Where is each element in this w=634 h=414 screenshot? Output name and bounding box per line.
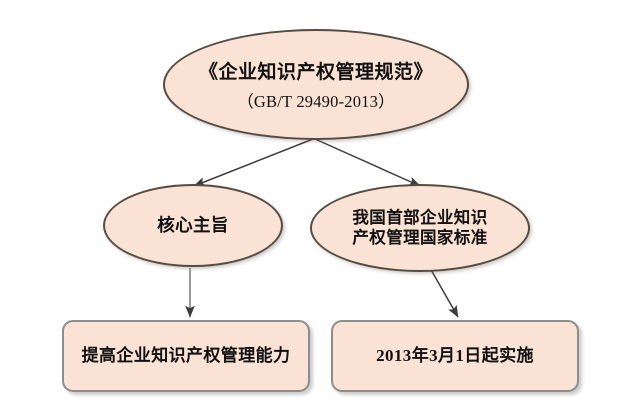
node-standard-title[interactable]: 《企业知识产权管理规范》 （GB/T 29490-2013）	[163, 29, 469, 140]
core-purpose-label: 核心主旨	[157, 214, 229, 235]
connector-first-standard-to-effective-date	[429, 267, 459, 318]
node-first-national-standard[interactable]: 我国首部企业知识 产权管理国家标准	[310, 184, 530, 272]
standard-name-text: 《企业知识产权管理规范》	[198, 62, 433, 83]
node-core-purpose[interactable]: 核心主旨	[103, 184, 283, 267]
connector-standard-to-core-purpose	[193, 138, 314, 187]
first-national-standard-label: 我国首部企业知识 产权管理国家标准	[352, 207, 488, 247]
standard-code-text: （GB/T 29490-2013）	[237, 92, 395, 111]
node-effective-date[interactable]: 2013年3月1日起实施	[331, 320, 579, 392]
improve-ip-capability-label: 提高企业知识产权管理能力	[81, 345, 291, 365]
node-improve-ip-capability[interactable]: 提高企业知识产权管理能力	[62, 320, 310, 392]
connector-standard-to-first-standard	[314, 138, 421, 187]
effective-date-label: 2013年3月1日起实施	[376, 345, 534, 365]
